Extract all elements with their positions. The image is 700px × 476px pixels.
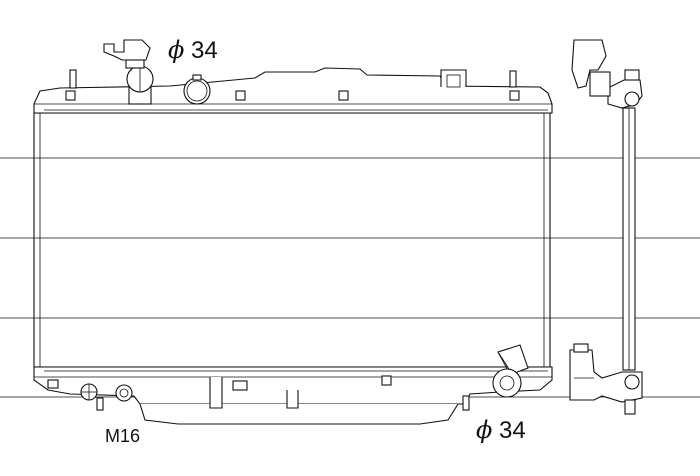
drain-port-outer	[115, 384, 133, 402]
drain-port-inner	[119, 388, 129, 398]
lower-outlet-pipe	[492, 344, 529, 398]
drain-plug	[80, 383, 133, 402]
bottom-clip-3	[47, 379, 59, 389]
bottom-pin-right	[462, 395, 470, 411]
top-clip-4	[509, 90, 520, 101]
radiator-core	[33, 112, 551, 368]
top-pin-left	[69, 69, 77, 89]
side-bottom-pin	[624, 399, 636, 415]
diameter-symbol: ϕ	[476, 416, 493, 444]
top-clip-3	[338, 90, 349, 101]
bottom-bracket-2	[286, 390, 299, 409]
lower-outlet-tube	[497, 344, 529, 375]
top-bracket-slot	[446, 74, 461, 88]
lower-outlet-edge	[497, 351, 508, 370]
lower-outlet-bore	[499, 375, 515, 391]
lower-outlet-diameter-label: ϕ 34	[476, 416, 526, 445]
side-bottom-neck	[573, 343, 589, 353]
radiator-side-view	[569, 39, 643, 415]
top-bracket	[440, 69, 467, 87]
bottom-clip-1	[232, 380, 248, 391]
upper-inlet-diameter-label: ϕ 34	[168, 36, 218, 65]
filler-neck	[103, 39, 154, 105]
upper-inlet-tab	[192, 74, 202, 81]
side-top-port	[624, 91, 640, 107]
side-top-pin	[624, 69, 640, 81]
bottom-tank	[33, 366, 553, 425]
diameter-symbol: ϕ	[168, 36, 185, 64]
filler-cap	[103, 39, 151, 61]
side-filler-cap	[571, 39, 607, 89]
upper-inlet-outer	[183, 77, 211, 105]
upper-inlet-size: 34	[191, 37, 218, 64]
bottom-clip-2	[381, 375, 392, 386]
background-lines	[0, 157, 700, 398]
top-clip-1	[65, 90, 76, 101]
top-clip-2	[235, 90, 246, 101]
upper-inlet-pipe	[183, 74, 211, 105]
bottom-pin-left	[96, 397, 104, 411]
top-tank	[33, 67, 553, 114]
bottom-bracket-1	[209, 377, 223, 409]
filler-cap-neck	[125, 59, 145, 69]
side-filler-neck	[589, 71, 611, 97]
top-pin-right	[509, 70, 517, 88]
radiator-front-view	[33, 39, 553, 425]
bottom-skirt	[139, 403, 459, 425]
side-bottom-tank	[569, 349, 643, 403]
drain-thread-label: M16	[105, 426, 141, 446]
lower-outlet-flange	[492, 368, 522, 398]
side-bottom-port	[624, 374, 640, 390]
top-tank-body	[33, 67, 553, 114]
lower-outlet-size: 34	[499, 417, 526, 444]
upper-inlet-inner	[186, 80, 208, 102]
